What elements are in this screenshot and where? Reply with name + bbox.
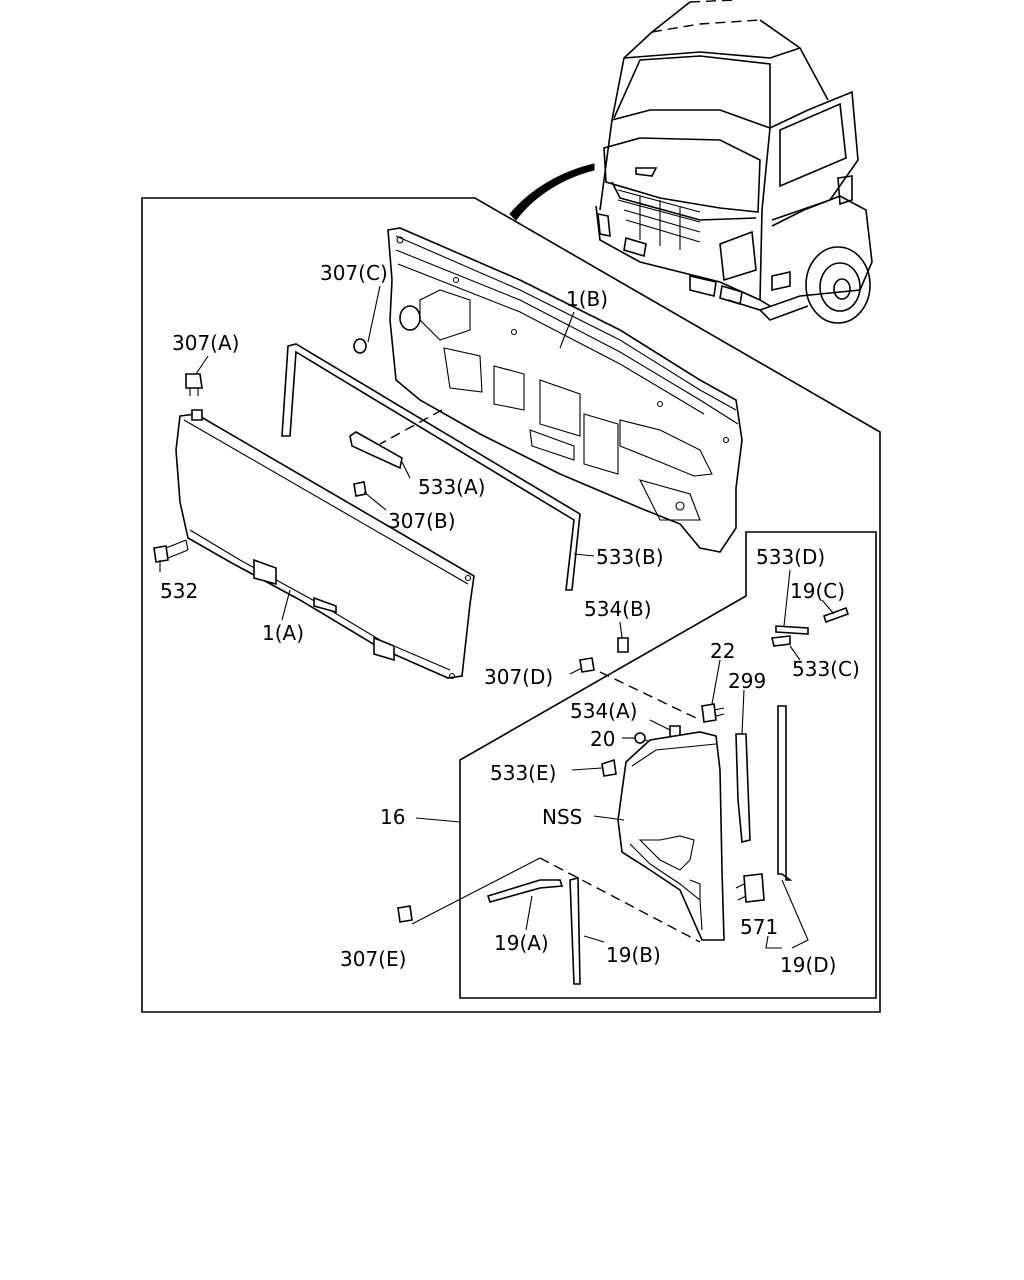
label-nss: NSS — [542, 805, 582, 829]
label-533d: 533(D) — [756, 545, 825, 569]
label-571: 571 — [740, 915, 778, 939]
label-533b: 533(B) — [596, 545, 664, 569]
label-19b: 19(B) — [606, 943, 661, 967]
clip-307d — [579, 657, 595, 673]
clip-533e — [601, 758, 617, 777]
label-307a: 307(A) — [172, 331, 239, 355]
clip-307a — [185, 373, 203, 396]
panel-1a — [175, 409, 475, 680]
label-299: 299 — [728, 669, 766, 693]
truck-overview — [509, 0, 873, 324]
label-307b: 307(B) — [388, 509, 456, 533]
label-19c: 19(C) — [790, 579, 845, 603]
clip-307c — [353, 305, 421, 354]
label-19d: 19(D) — [780, 953, 836, 977]
label-533e: 533(E) — [490, 761, 556, 785]
label-307e: 307(E) — [340, 947, 406, 971]
label-534b: 534(B) — [584, 597, 652, 621]
diagram-frame — [141, 197, 881, 1013]
clip-307b — [353, 481, 367, 497]
seal-533c — [771, 635, 791, 647]
seal-533a — [281, 343, 581, 591]
label-16: 16 — [380, 805, 405, 829]
inner-frame — [459, 531, 877, 999]
label-1a: 1(A) — [262, 621, 304, 645]
trim-19c — [822, 606, 850, 624]
callout-labels: 307(C) 1(B) 307(A) 533(A) 307(B) 532 1(A… — [160, 261, 860, 977]
panel-1b — [387, 227, 743, 553]
bolt-532 — [153, 539, 189, 563]
strip-299 — [777, 705, 793, 881]
seal-533d — [775, 625, 809, 635]
label-20: 20 — [590, 727, 615, 751]
label-22: 22 — [710, 639, 735, 663]
label-1b: 1(B) — [566, 287, 608, 311]
clip-571 — [735, 873, 765, 903]
clip-534b — [617, 637, 629, 653]
label-533c: 533(C) — [792, 657, 860, 681]
label-534a: 534(A) — [570, 699, 637, 723]
clip-307e — [397, 905, 413, 923]
trim-19a — [486, 879, 564, 903]
label-532: 532 — [160, 579, 198, 603]
strip-19b — [569, 876, 581, 985]
label-307c: 307(C) — [320, 261, 388, 285]
bracket-533a — [349, 431, 403, 470]
leader-lines — [159, 285, 835, 949]
label-533a: 533(A) — [418, 475, 485, 499]
bolt-22 — [701, 703, 725, 723]
bracket-299 — [735, 733, 751, 844]
label-307d: 307(D) — [484, 665, 553, 689]
label-19a: 19(A) — [494, 931, 549, 955]
corner-panel-nss — [617, 731, 725, 941]
